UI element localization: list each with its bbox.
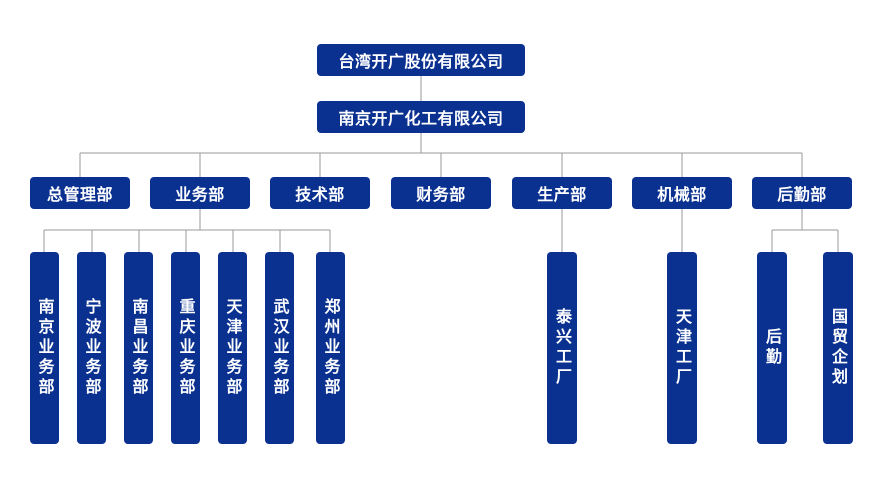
node-logistics-trade-planning: 国贸企划	[823, 252, 853, 444]
node-logistics-support: 后勤	[757, 252, 787, 444]
node-root: 台湾开广股份有限公司	[317, 44, 525, 76]
node-company: 南京开广化工有限公司	[317, 101, 525, 133]
node-dept-general: 总管理部	[30, 177, 130, 209]
node-dept-mechanical: 机械部	[632, 177, 732, 209]
node-dept-business: 业务部	[150, 177, 250, 209]
node-office-zhengzhou: 郑州业务部	[316, 252, 345, 444]
node-office-nanchang: 南昌业务部	[124, 252, 153, 444]
node-office-wuhan: 武汉业务部	[265, 252, 294, 444]
node-dept-finance: 财务部	[391, 177, 491, 209]
node-office-nanjing: 南京业务部	[30, 252, 59, 444]
node-dept-logistics: 后勤部	[752, 177, 852, 209]
node-dept-production: 生产部	[512, 177, 612, 209]
node-dept-technical: 技术部	[270, 177, 370, 209]
node-office-tianjin: 天津业务部	[218, 252, 247, 444]
node-office-chongqing: 重庆业务部	[171, 252, 200, 444]
node-factory-tianjin: 天津工厂	[667, 252, 697, 444]
node-office-ningbo: 宁波业务部	[77, 252, 106, 444]
node-factory-taixing: 泰兴工厂	[547, 252, 577, 444]
